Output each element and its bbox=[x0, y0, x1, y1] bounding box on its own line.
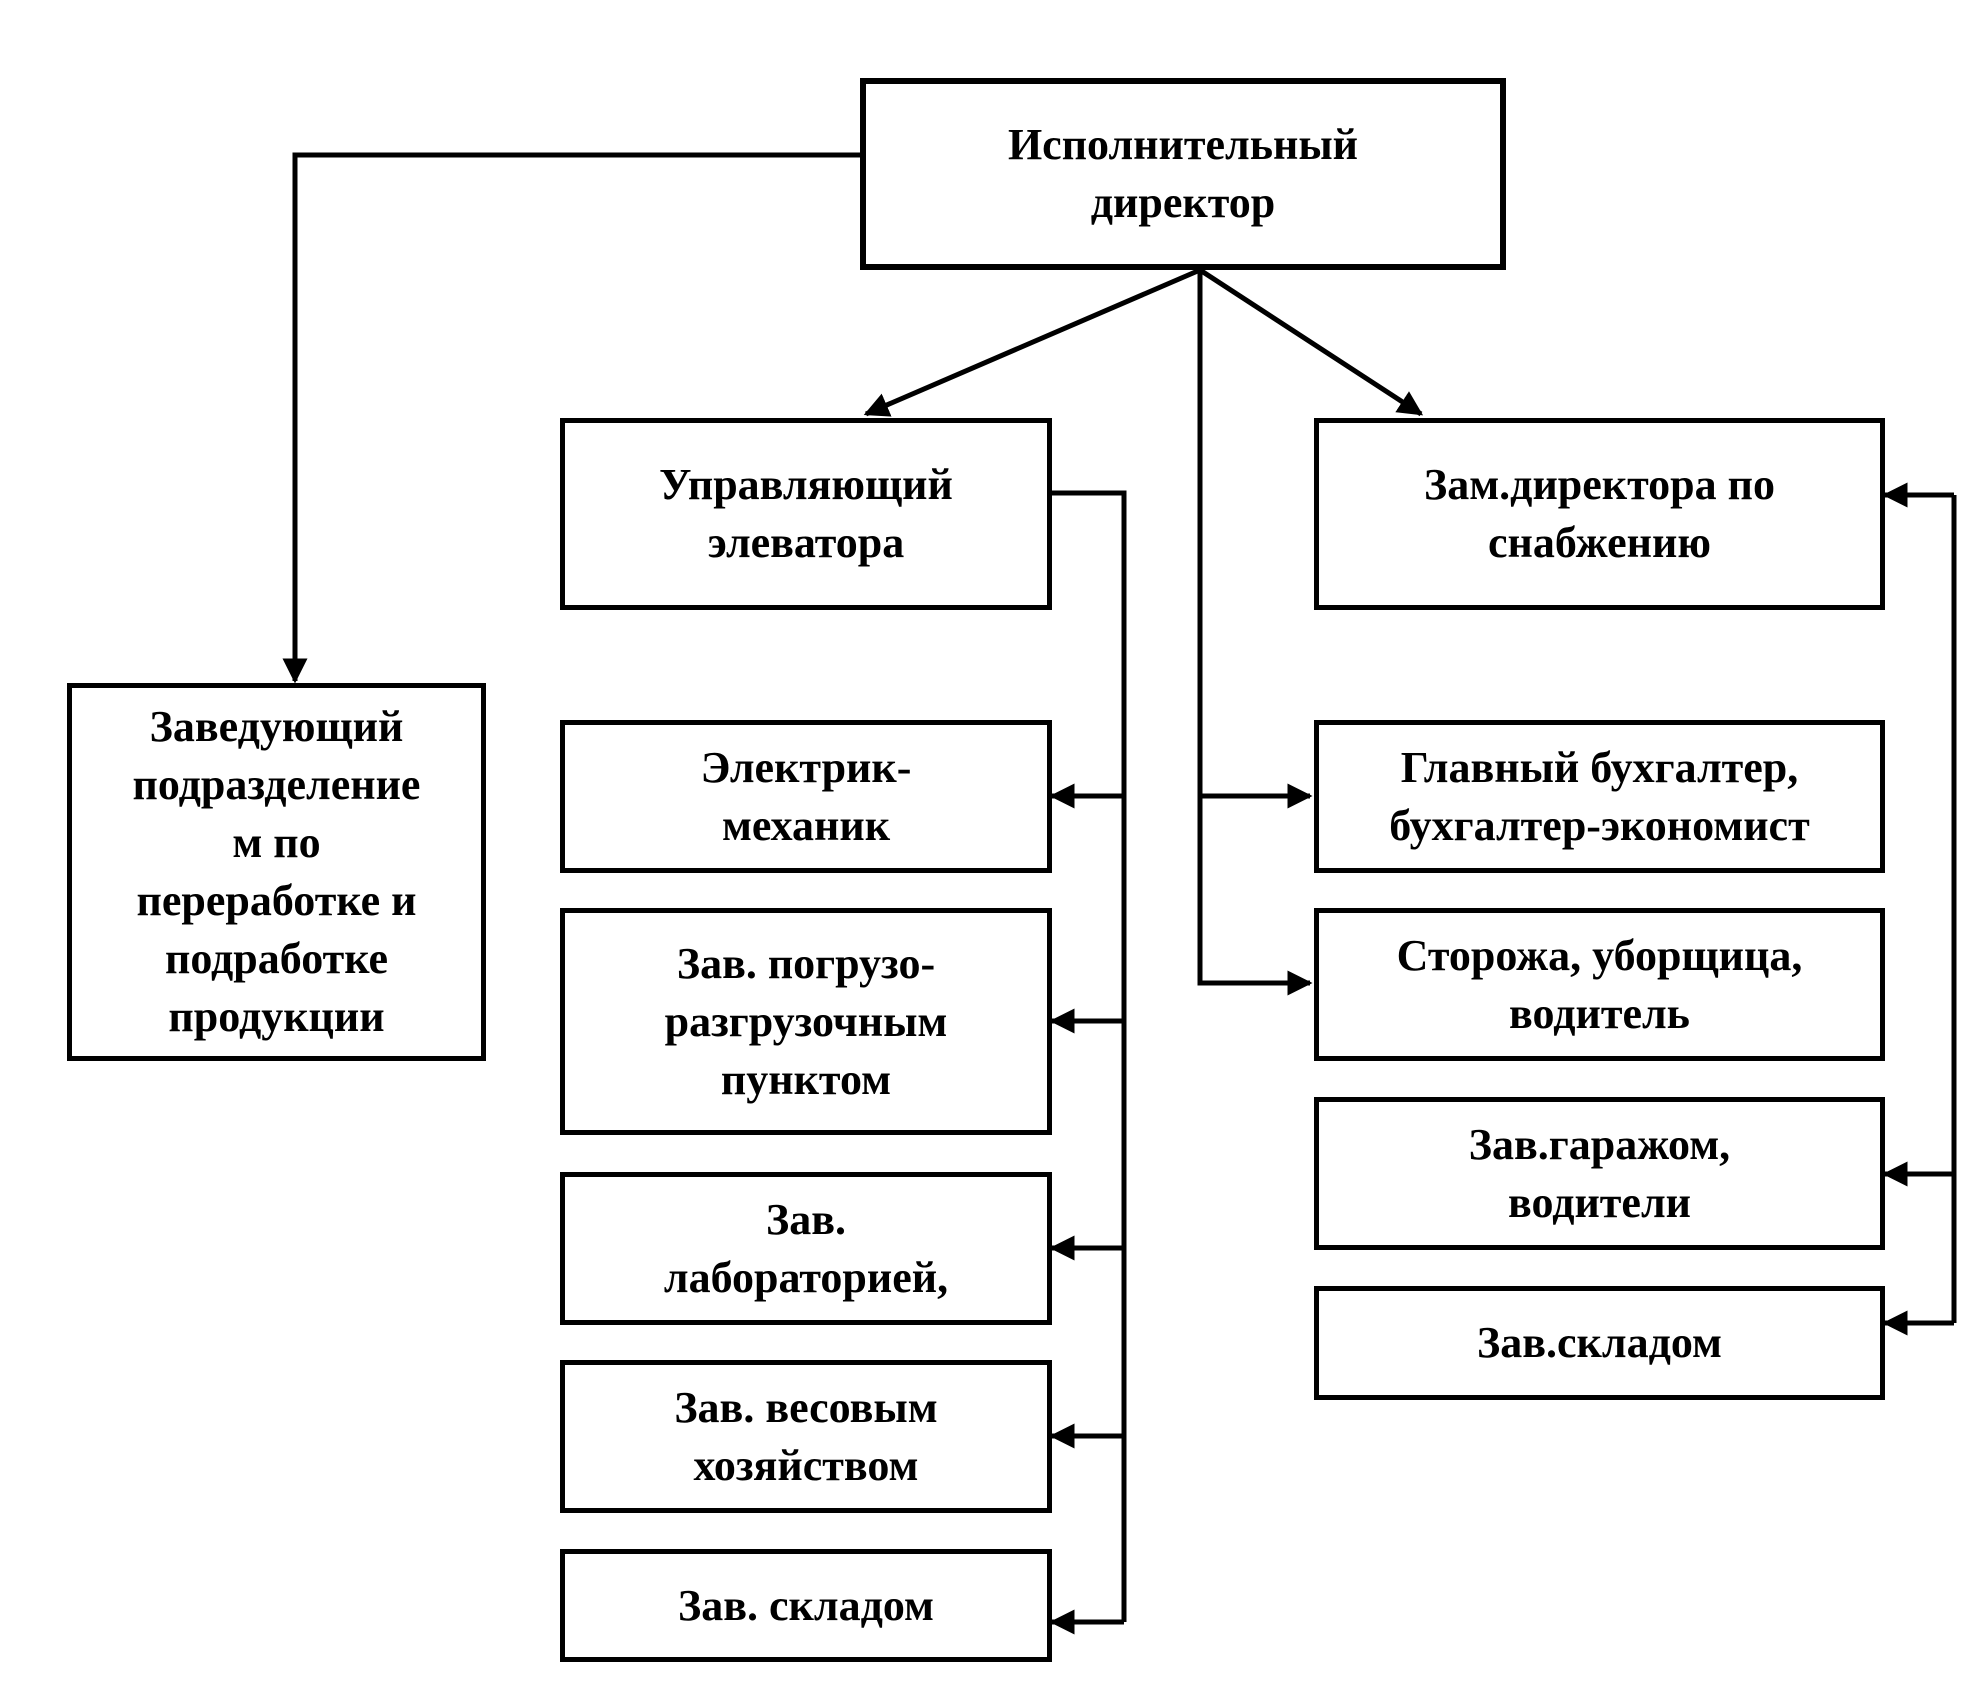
connector-director-deputy bbox=[1198, 267, 1424, 417]
node-head-processing-label: Заведующий подразделение м по переработк… bbox=[132, 702, 421, 1041]
connector-director-head-processing bbox=[282, 152, 862, 684]
connector-director-manager bbox=[863, 267, 1201, 417]
node-garage-label: Зав.гаражом, водители bbox=[1468, 1119, 1731, 1227]
node-warehouse-right-label: Зав.складом bbox=[1477, 1318, 1722, 1367]
node-electrician: Электрик- механик bbox=[560, 720, 1052, 873]
node-deputy-supply-label: Зам.директора по снабжению bbox=[1423, 460, 1775, 567]
node-loading-point-label: Зав. погрузо- разгрузочным пунктом bbox=[664, 938, 948, 1104]
node-executive-director-label: Исполнительный директор bbox=[1007, 120, 1359, 227]
node-elevator-manager-label: Управляющий элеватора bbox=[659, 460, 953, 567]
node-laboratory: Зав. лабораторией, bbox=[560, 1172, 1052, 1325]
node-warehouse-left-label: Зав. складом bbox=[678, 1580, 934, 1630]
node-warehouse-right: Зав.складом bbox=[1314, 1286, 1885, 1400]
node-weighing-label: Зав. весовым хозяйством bbox=[674, 1382, 938, 1490]
connector-manager-bus bbox=[1052, 490, 1127, 1622]
node-chief-accountant-label: Главный бухгалтер, бухгалтер-экономист bbox=[1389, 742, 1810, 850]
node-chief-accountant: Главный бухгалтер, бухгалтер-экономист bbox=[1314, 720, 1885, 873]
node-elevator-manager: Управляющий элеватора bbox=[560, 418, 1052, 610]
node-laboratory-label: Зав. лабораторией, bbox=[663, 1194, 949, 1302]
node-loading-point: Зав. погрузо- разгрузочным пунктом bbox=[560, 908, 1052, 1135]
node-warehouse-left: Зав. складом bbox=[560, 1549, 1052, 1662]
node-head-processing: Заведующий подразделение м по переработк… bbox=[67, 683, 486, 1061]
node-electrician-label: Электрик- механик bbox=[700, 742, 912, 850]
node-deputy-supply: Зам.директора по снабжению bbox=[1314, 418, 1885, 610]
node-executive-director: Исполнительный директор bbox=[860, 78, 1506, 270]
connector-director-trunk bbox=[1197, 270, 1313, 996]
node-weighing: Зав. весовым хозяйством bbox=[560, 1360, 1052, 1513]
node-garage: Зав.гаражом, водители bbox=[1314, 1097, 1885, 1250]
node-guards-label: Сторожа, уборщица, водитель bbox=[1396, 930, 1803, 1038]
node-guards: Сторожа, уборщица, водитель bbox=[1314, 908, 1885, 1061]
